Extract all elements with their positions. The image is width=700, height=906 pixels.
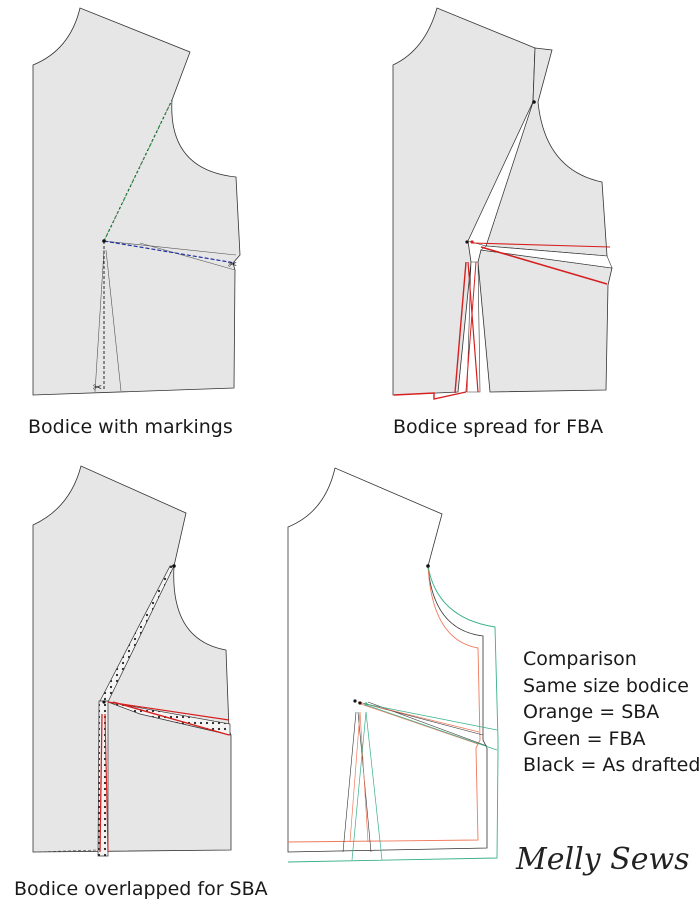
caption-bodice-overlapped-sba: Bodice overlapped for SBA (14, 878, 268, 900)
panel-comparison (287, 467, 499, 863)
caption-bodice-spread-fba: Bodice spread for FBA (393, 416, 604, 438)
apex-slash-line (103, 99, 173, 242)
legend-line-black: Black = As drafted (523, 754, 700, 776)
spread-gap-dart (480, 245, 613, 269)
bust-apex-point (465, 240, 469, 244)
shoulder-point (532, 100, 536, 104)
scissors-icon: ✂ (93, 381, 102, 394)
bodice-piece-right-lower (477, 249, 613, 393)
comparison-legend: Comparison Same size bodice Orange = SBA… (523, 646, 700, 779)
side-dart-upper (103, 240, 237, 256)
apex-point-green (364, 702, 368, 706)
panel-bodice-spread-fba (392, 7, 613, 400)
legend-line-title: Comparison (523, 648, 637, 670)
bust-apex-point (102, 239, 106, 243)
panel-bodice-overlapped-sba (32, 465, 232, 857)
bodice-piece-overlapped (32, 465, 232, 853)
panel-bodice-with-markings: ✂ ✂ (32, 7, 241, 396)
scissors-icon: ✂ (228, 258, 237, 271)
apex-point-black (358, 701, 362, 705)
melly-sews-logo: Melly Sews (516, 842, 690, 877)
bodice-piece-marked (32, 7, 241, 396)
bodice-piece-right-upper (485, 47, 608, 257)
legend-line-orange: Orange = SBA (523, 701, 660, 723)
pattern-outline-sba (287, 565, 481, 843)
legend-line-subtitle: Same size bodice (523, 674, 689, 697)
legend-line-green: Green = FBA (523, 727, 646, 750)
shoulder-point (426, 564, 430, 568)
pattern-outline-fba (287, 565, 499, 863)
side-dart-lower (139, 242, 236, 271)
pattern-outline-as-drafted (287, 467, 488, 853)
waist-dart-right (105, 249, 122, 392)
bust-apex-point (102, 700, 106, 704)
caption-bodice-with-markings: Bodice with markings (28, 416, 233, 438)
side-dart-slash (103, 240, 236, 264)
shoulder-point (172, 564, 176, 568)
apex-point-black (353, 699, 357, 703)
waist-dart-left (94, 249, 105, 393)
new-apex-point (470, 240, 474, 244)
